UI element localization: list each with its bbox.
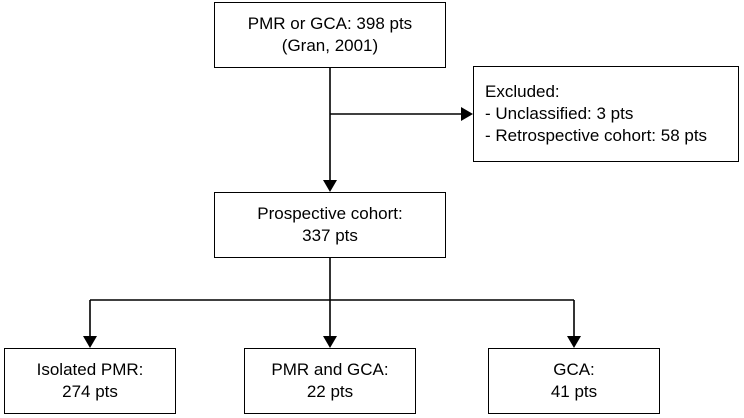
- source-citation: (Gran, 2001): [281, 36, 379, 55]
- arrowhead-gca: [567, 336, 581, 348]
- cohort-label: Prospective cohort:: [257, 204, 403, 223]
- gca-count: 41 pts: [550, 382, 598, 401]
- arrowhead-cohort: [323, 180, 337, 192]
- source-box: PMR or GCA: 398 pts (Gran, 2001): [214, 2, 446, 68]
- gca-label: GCA:: [553, 360, 595, 379]
- arrowhead-isolated-pmr: [83, 336, 97, 348]
- excluded-retrospective: - Retrospective cohort: 58 pts: [485, 126, 708, 145]
- excluded-box: Excluded: - Unclassified: 3 pts - Retros…: [473, 66, 739, 162]
- prospective-cohort-box: Prospective cohort: 337 pts: [214, 192, 446, 258]
- isolated-pmr-count: 274 pts: [62, 382, 118, 401]
- isolated-pmr-box: Isolated PMR: 274 pts: [4, 348, 176, 414]
- arrowhead-excluded: [461, 107, 473, 121]
- gca-box: GCA: 41 pts: [488, 348, 660, 414]
- source-count-label: PMR or GCA: 398 pts: [247, 14, 413, 33]
- excluded-heading: Excluded:: [485, 82, 560, 101]
- arrowhead-pmr-and-gca: [323, 336, 337, 348]
- pmr-and-gca-count: 22 pts: [306, 382, 354, 401]
- isolated-pmr-label: Isolated PMR:: [36, 360, 144, 379]
- cohort-count: 337 pts: [302, 226, 358, 245]
- pmr-and-gca-label: PMR and GCA:: [271, 360, 389, 379]
- pmr-and-gca-box: PMR and GCA: 22 pts: [244, 348, 416, 414]
- excluded-unclassified: - Unclassified: 3 pts: [485, 104, 634, 123]
